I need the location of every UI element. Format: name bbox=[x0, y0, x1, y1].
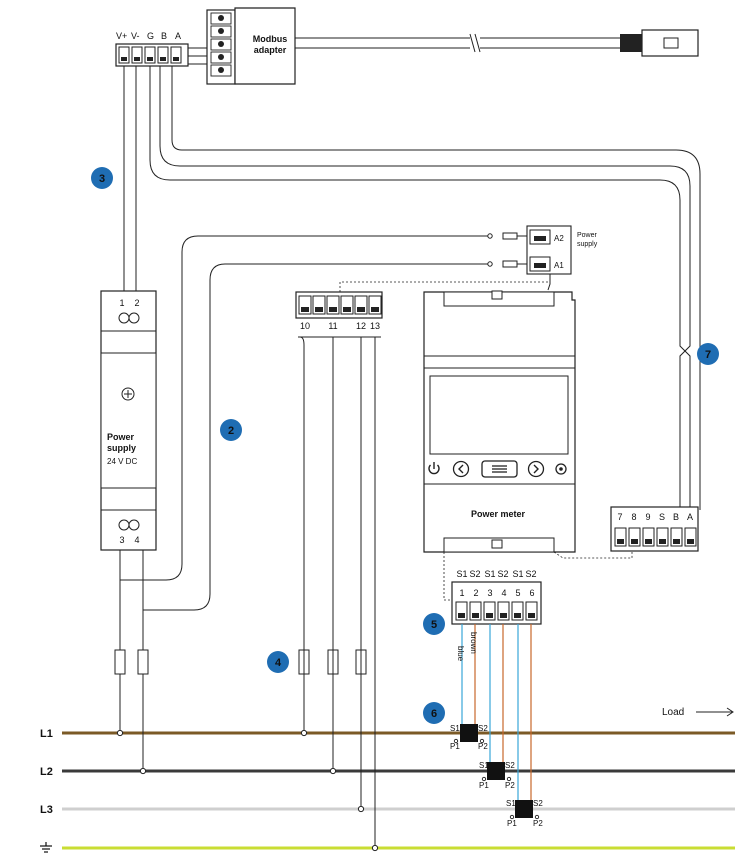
chevron-right-icon[interactable] bbox=[527, 460, 545, 478]
meter-supply-label-1: Power bbox=[577, 232, 598, 239]
svg-text:6: 6 bbox=[431, 708, 437, 720]
rj45-connector-icon bbox=[620, 29, 699, 57]
ct-sensor-2: S1 S2 P1 P2 bbox=[479, 761, 515, 790]
ct-pin-4: 4 bbox=[501, 588, 506, 598]
ct-pin-6: 6 bbox=[529, 588, 534, 598]
aux-pin-13: 13 bbox=[370, 321, 380, 331]
badge-2: 2 bbox=[220, 419, 242, 441]
ct-header-6: S2 bbox=[525, 569, 536, 579]
aux-pin-11: 11 bbox=[328, 321, 337, 331]
ct-terminal: S1 S2 S1 S2 S1 S2 1 2 3 4 5 6 bbox=[451, 569, 542, 625]
svg-text:P1: P1 bbox=[479, 781, 489, 790]
load-indicator: Load bbox=[662, 707, 734, 718]
svg-text:4: 4 bbox=[275, 657, 282, 669]
fuses bbox=[114, 649, 367, 675]
modbus-label-a: A bbox=[175, 31, 181, 41]
svg-text:7: 7 bbox=[705, 349, 711, 361]
ct-header-5: S1 bbox=[512, 569, 523, 579]
meter-supply-label-2: supply bbox=[577, 241, 598, 248]
svg-text:S2: S2 bbox=[505, 761, 515, 770]
load-label: Load bbox=[662, 707, 684, 718]
right-label-a: A bbox=[687, 512, 693, 522]
ps-pin-1: 1 bbox=[119, 298, 124, 308]
aux-pin-12: 12 bbox=[356, 321, 366, 331]
badge-6: 6 bbox=[423, 702, 445, 724]
modbus-label-g: G bbox=[147, 31, 154, 41]
power-meter: Power meter bbox=[423, 290, 576, 553]
aux-terminal: 10 11 12 13 bbox=[295, 291, 383, 331]
phase-lines: L1 L2 L3 bbox=[40, 728, 735, 853]
svg-text:S1: S1 bbox=[506, 799, 516, 808]
right-terminal: 7 8 9 S B A bbox=[610, 506, 699, 552]
right-label-s: S bbox=[659, 512, 665, 522]
ct-wires bbox=[461, 624, 532, 800]
ct-header-2: S2 bbox=[469, 569, 480, 579]
right-label-9: 9 bbox=[645, 512, 650, 522]
ps-title-2: supply bbox=[107, 443, 136, 453]
ps-voltage: 24 V DC bbox=[107, 457, 137, 466]
ct-header-1: S1 bbox=[456, 569, 467, 579]
adapter-title-2: adapter bbox=[254, 45, 287, 55]
svg-text:P1: P1 bbox=[450, 742, 460, 751]
svg-text:5: 5 bbox=[431, 619, 437, 631]
ct-pin-3: 3 bbox=[487, 588, 492, 598]
badge-4: 4 bbox=[267, 651, 289, 673]
modbus-label-b: B bbox=[161, 31, 167, 41]
svg-text:S1: S1 bbox=[450, 724, 460, 733]
ps-pin-2: 2 bbox=[134, 298, 139, 308]
wire-label-brown: brown bbox=[469, 632, 478, 654]
svg-text:S2: S2 bbox=[533, 799, 543, 808]
modbus-adapter: Modbus adapter bbox=[206, 7, 296, 85]
menu-icon[interactable] bbox=[481, 460, 518, 478]
svg-text:S2: S2 bbox=[478, 724, 488, 733]
svg-text:S1: S1 bbox=[479, 761, 489, 770]
badge-3: 3 bbox=[91, 167, 113, 189]
ct-pin-1: 1 bbox=[459, 588, 464, 598]
ct-sensor-3: S1 S2 P1 P2 bbox=[506, 799, 543, 828]
label-l3: L3 bbox=[40, 804, 53, 816]
label-l2: L2 bbox=[40, 766, 53, 778]
right-label-b: B bbox=[673, 512, 679, 522]
ct-pin-2: 2 bbox=[473, 588, 478, 598]
power-supply: 1 2 Power supply 24 V DC 3 4 bbox=[100, 290, 157, 551]
svg-text:P1: P1 bbox=[507, 819, 517, 828]
svg-text:2: 2 bbox=[228, 425, 234, 437]
plus-screw-icon bbox=[121, 387, 135, 401]
badge-7: 7 bbox=[697, 343, 719, 365]
ct-sensor-1: S1 S2 P1 P2 bbox=[450, 724, 488, 751]
modbus-label-vplus: V+ bbox=[116, 31, 127, 41]
power-icon[interactable] bbox=[428, 462, 440, 475]
aux-pin-10: 10 bbox=[300, 321, 310, 331]
modbus-cable bbox=[295, 33, 620, 53]
ps-title-1: Power bbox=[107, 432, 135, 442]
modbus-label-vminus: V- bbox=[131, 31, 140, 41]
ground-symbol-icon bbox=[40, 842, 52, 853]
right-label-8: 8 bbox=[631, 512, 636, 522]
meter-supply-terminal: A2 A1 Power supply bbox=[526, 225, 598, 275]
chevron-left-icon[interactable] bbox=[452, 460, 470, 478]
ct-header-3: S1 bbox=[484, 569, 495, 579]
wire-label-blue: blue bbox=[456, 646, 465, 662]
terminal-a1: A1 bbox=[554, 261, 564, 270]
right-label-7: 7 bbox=[617, 512, 622, 522]
label-l1: L1 bbox=[40, 728, 53, 740]
modbus-terminal: V+ V- G B A bbox=[115, 31, 189, 67]
ps-pin-4: 4 bbox=[134, 535, 139, 545]
svg-text:3: 3 bbox=[99, 173, 105, 185]
modbus-pair-wires bbox=[149, 66, 701, 510]
svg-text:P2: P2 bbox=[533, 819, 543, 828]
adapter-title-1: Modbus bbox=[253, 34, 288, 44]
ct-pin-5: 5 bbox=[515, 588, 520, 598]
meter-label: Power meter bbox=[471, 509, 526, 519]
svg-text:P2: P2 bbox=[505, 781, 515, 790]
ct-header-4: S2 bbox=[497, 569, 508, 579]
badge-5: 5 bbox=[423, 613, 445, 635]
settings-icon[interactable] bbox=[555, 463, 567, 475]
ps-pin-3: 3 bbox=[119, 535, 124, 545]
svg-text:P2: P2 bbox=[478, 742, 488, 751]
terminal-a2: A2 bbox=[554, 234, 564, 243]
